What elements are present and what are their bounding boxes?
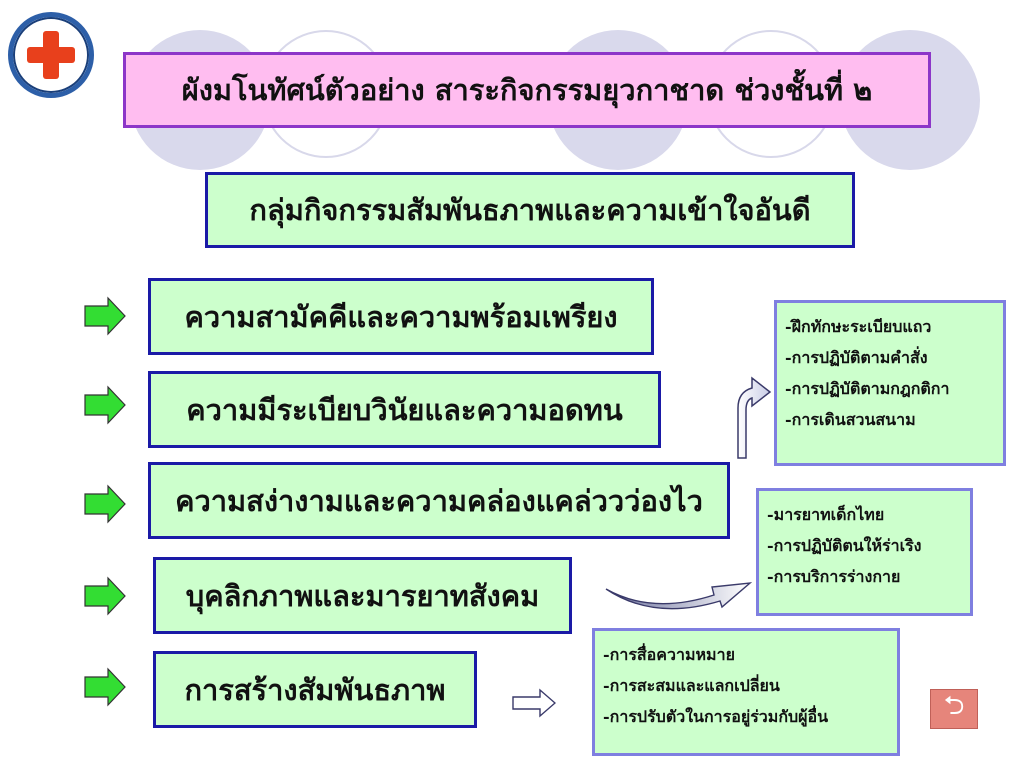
right-arrow-icon [512,688,556,718]
detail-item: -การปฏิบัติตนให้ร่าเริง [767,536,922,555]
detail-item: -ฝึกทักษะระเบียบแถว [785,317,932,336]
detail-item: -การปฏิบัติตามคำสั่ง [785,348,928,367]
detail-item: -การบริการร่างกาย [767,567,901,586]
topic-box-manners: บุคลิกภาพและมารยาทสังคม [153,557,572,634]
return-arrow-icon: ⮌ [943,691,965,721]
detail-box-relationship: -การสื่อความหมาย -การสะสมและแลกเปลี่ยน -… [592,628,900,756]
page-title: ผังมโนทัศน์ตัวอย่าง สาระกิจกรรมยุวกาชาด … [123,52,931,128]
detail-item: -การปฏิบัติตามกฎกติกา [785,379,950,398]
cross-horizontal [27,47,75,63]
red-cross-logo [8,12,94,98]
detail-item: -การสื่อความหมาย [603,645,735,664]
topic-box-discipline: ความมีระเบียบวินัยและความอดทน [148,371,661,448]
detail-box-manners: -มารยาทเด็กไทย -การปฏิบัติตนให้ร่าเริง -… [756,488,973,616]
return-button[interactable]: ⮌ [930,689,978,729]
group-heading: กลุ่มกิจกรรมสัมพันธภาพและความเข้าใจอันดี [205,172,855,248]
bullet-arrow-icon [84,667,126,707]
bullet-arrow-icon [84,296,126,336]
detail-item: -การเดินสวนสนาม [785,410,916,429]
bullet-arrow-icon [84,385,126,425]
detail-item: -การปรับตัวในการอยู่ร่วมกับผู้อื่น [603,707,829,726]
curved-up-arrow-icon [737,376,772,459]
swoosh-arrow-icon [605,582,752,610]
detail-item: -การสะสมและแลกเปลี่ยน [603,676,780,695]
topic-box-unity: ความสามัคคีและความพร้อมเพรียง [148,278,654,355]
bullet-arrow-icon [84,576,126,616]
topic-box-relationship: การสร้างสัมพันธภาพ [153,651,477,728]
detail-item: -มารยาทเด็กไทย [767,505,885,524]
bullet-arrow-icon [84,484,126,524]
topic-box-agility: ความสง่างามและความคล่องแคล่ววว่องไว [148,462,730,539]
detail-box-drill: -ฝึกทักษะระเบียบแถว -การปฏิบัติตามคำสั่ง… [774,300,1006,466]
